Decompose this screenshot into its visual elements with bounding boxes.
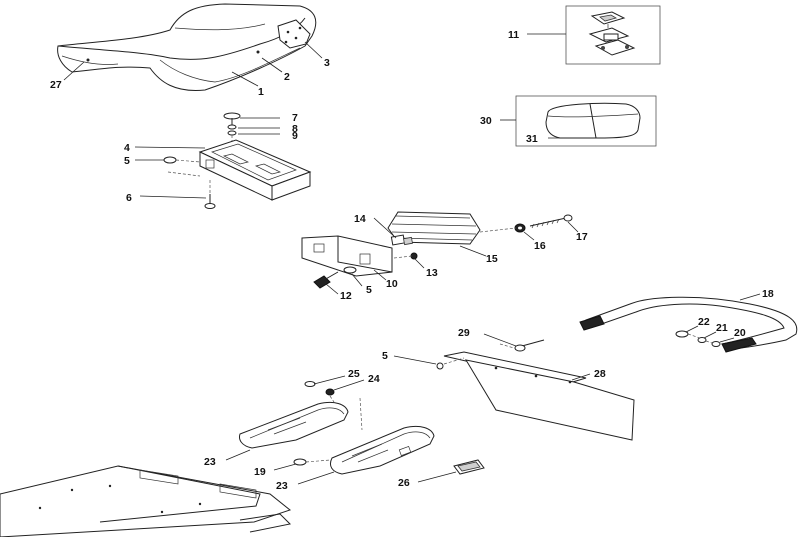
callout-26: 26	[398, 477, 410, 489]
callout-3: 3	[324, 57, 330, 69]
callout-27: 27	[50, 79, 62, 91]
callout-15: 15	[486, 253, 498, 265]
callout-4: 4	[124, 142, 130, 154]
callout-12: 12	[340, 290, 352, 302]
callout-14: 14	[354, 213, 366, 225]
callout-17: 17	[576, 231, 588, 243]
callout-7: 7	[292, 112, 298, 124]
callout-24: 24	[368, 373, 380, 385]
callout-21: 21	[716, 322, 728, 334]
callout-13: 13	[426, 267, 438, 279]
callout-11: 11	[508, 29, 519, 41]
callout-29: 29	[458, 327, 470, 339]
callout-6: 6	[126, 192, 132, 204]
callout-25: 25	[348, 368, 360, 380]
pad-kit	[515, 95, 657, 147]
callout-10: 10	[386, 278, 398, 290]
storage-tray	[163, 112, 312, 209]
callout-20: 20	[734, 327, 746, 339]
callout-31: 31	[526, 133, 538, 145]
callout-5: 5	[124, 155, 130, 167]
callout-19: 19	[254, 466, 266, 478]
callout-5: 5	[382, 350, 388, 362]
snow-flap	[436, 339, 635, 441]
callout-2: 2	[284, 71, 290, 83]
running-board-trim	[239, 381, 485, 475]
callout-28: 28	[594, 368, 606, 380]
callout-1: 1	[258, 86, 264, 98]
grab-handle	[579, 296, 798, 353]
callout-9: 9	[292, 130, 298, 142]
cover-plate-kit	[565, 5, 661, 65]
callout-23: 23	[204, 456, 216, 468]
callout-16: 16	[534, 240, 546, 252]
seat-assembly	[57, 3, 317, 91]
callout-8: 8	[292, 123, 298, 135]
callout-labels: 1 2 3 27 11 30 31 7 8 9 4 5 6 14 16 17 1…	[50, 29, 774, 492]
callout-18: 18	[762, 288, 774, 300]
callout-22: 22	[698, 316, 710, 328]
callout-23: 23	[276, 480, 288, 492]
callout-30: 30	[480, 115, 492, 127]
tunnel-chassis	[0, 465, 292, 537]
taillight-assembly	[301, 211, 573, 289]
callout-5: 5	[366, 284, 372, 296]
